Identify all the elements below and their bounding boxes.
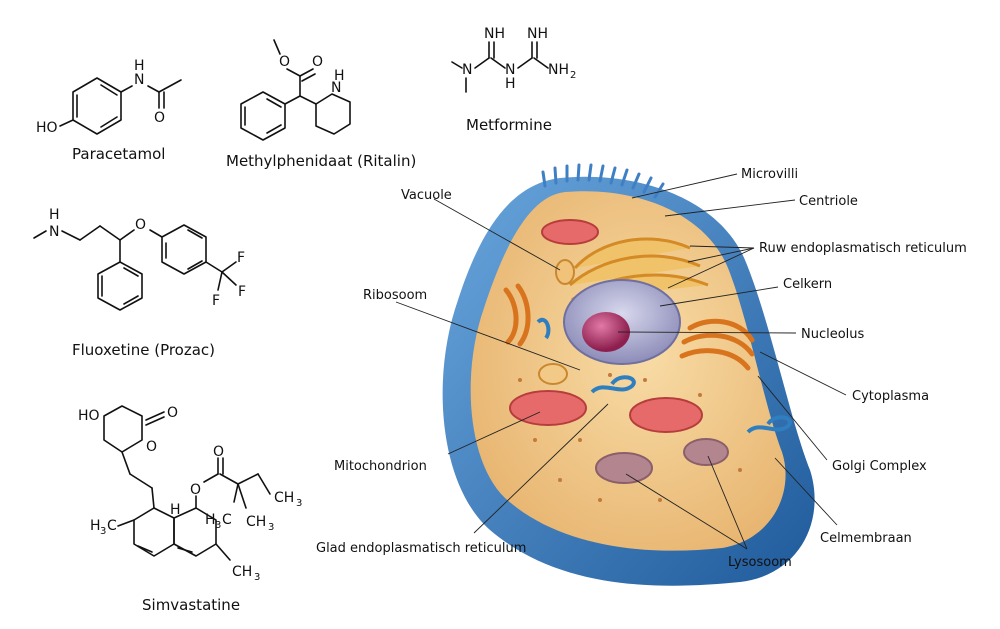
microvilli (541, 163, 665, 199)
simvastatine-h3c-b-h: H (205, 512, 216, 528)
simvastatine-ch3-b-sub: 3 (268, 522, 274, 533)
label-smooth-er: Glad endoplasmatisch reticulum (316, 541, 526, 556)
label-centriole: Centriole (799, 194, 858, 209)
label-celkern: Celkern (783, 277, 832, 292)
simvastatine-h3c-b-c: C (222, 512, 232, 528)
paracetamol-name: Paracetamol (72, 145, 165, 163)
fluoxetine-h-atom: H (49, 207, 60, 223)
simvastatine-ch3-c-label: CH (232, 564, 252, 580)
label-rough-er: Ruw endoplasmatisch reticulum (759, 241, 967, 256)
label-vacuole: Vacuole (401, 188, 452, 203)
simvastatine-ch3-c-sub: 3 (254, 572, 260, 583)
paracetamol-ho-atom: HO (36, 120, 58, 136)
vacuole-small (538, 363, 568, 385)
paracetamol-h-atom: H (134, 58, 145, 74)
paracetamol-o-atom: O (154, 110, 165, 126)
metformine-n-atom: N (462, 62, 472, 78)
simvastatine-carbonyl-o-atom: O (167, 405, 178, 421)
metformine-link-n-atom: N (505, 62, 515, 78)
ritalin-structure: O O N H Methylphenidaat (Ritalin) (226, 39, 416, 170)
label-microvilli: Microvilli (741, 167, 798, 182)
fluoxetine-f3-atom: F (212, 293, 220, 309)
label-golgi-complex: Golgi Complex (832, 459, 927, 474)
simvastatine-ring-o-atom: O (146, 439, 157, 455)
nucleolus (582, 312, 630, 352)
ritalin-h-atom: H (334, 68, 345, 84)
ribosome-dots (518, 373, 742, 502)
animal-cell-illustration (442, 163, 815, 586)
simvastatine-ch3-b-label: CH (246, 514, 266, 530)
fluoxetine-structure: H N O F F F Fluoxetine (Prozac) (33, 207, 246, 359)
metformine-nh1-label: NH (484, 26, 505, 42)
simvastatine-h3c-a-h: H (90, 518, 101, 534)
fluoxetine-f2-atom: F (238, 284, 246, 300)
metformine-nh2-label: NH (527, 26, 548, 42)
label-celmembraan: Celmembraan (820, 531, 912, 546)
cell-leaders (395, 173, 847, 550)
label-ribosoom: Ribosoom (363, 288, 427, 303)
mitochondria (509, 219, 703, 433)
fluoxetine-name: Fluoxetine (Prozac) (72, 341, 215, 359)
simvastatine-name: Simvastatine (142, 596, 240, 614)
ritalin-name: Methylphenidaat (Ritalin) (226, 152, 416, 170)
metformine-structure: N NH N H NH NH 2 Metformine (451, 26, 576, 134)
simvastatine-ch3-a-label: CH (274, 490, 294, 506)
simvastatine-bridge-h-atom: H (170, 502, 181, 518)
simvastatine-h3c-a-sub: 3 (100, 526, 106, 537)
fluoxetine-f1-atom: F (237, 250, 245, 266)
simvastatine-ester-carbonyl-o-atom: O (213, 444, 224, 460)
metformine-terminal-nh-label: NH (548, 62, 569, 78)
paracetamol-structure: HO N H O Paracetamol (36, 58, 182, 163)
simvastatine-h3c-a-c: C (107, 518, 117, 534)
smooth-er (536, 318, 792, 434)
simvastatine-ester-o-atom: O (190, 482, 201, 498)
metformine-name: Metformine (466, 116, 552, 134)
simvastatine-ho-atom: HO (78, 408, 100, 424)
label-lysosoom: Lysosoom (728, 555, 792, 570)
lysosomes (595, 438, 729, 484)
fluoxetine-n-atom: N (49, 224, 59, 240)
metformine-h-atom: H (505, 76, 516, 92)
simvastatine-h3c-b-sub: 3 (215, 520, 221, 531)
label-nucleolus: Nucleolus (801, 327, 865, 342)
ritalin-n-atom: N (331, 80, 341, 96)
golgi-complex (503, 283, 755, 371)
ritalin-carbonyl-o-atom: O (312, 54, 323, 70)
fluoxetine-o-atom: O (135, 217, 146, 233)
ritalin-ether-o-atom: O (279, 54, 290, 70)
vacuole (555, 259, 575, 285)
simvastatine-structure: HO O O H 3 C H O O CH 3 H 3 C CH 3 (78, 405, 302, 614)
metformine-terminal-subscript: 2 (570, 70, 576, 81)
label-mitochondrion: Mitochondrion (334, 459, 427, 474)
label-cytoplasma: Cytoplasma (852, 389, 929, 404)
paracetamol-n-atom: N (134, 72, 144, 88)
cell-labels: Microvilli Centriole Ruw endoplasmatisch… (316, 167, 967, 570)
simvastatine-ch3-a-sub: 3 (296, 498, 302, 509)
